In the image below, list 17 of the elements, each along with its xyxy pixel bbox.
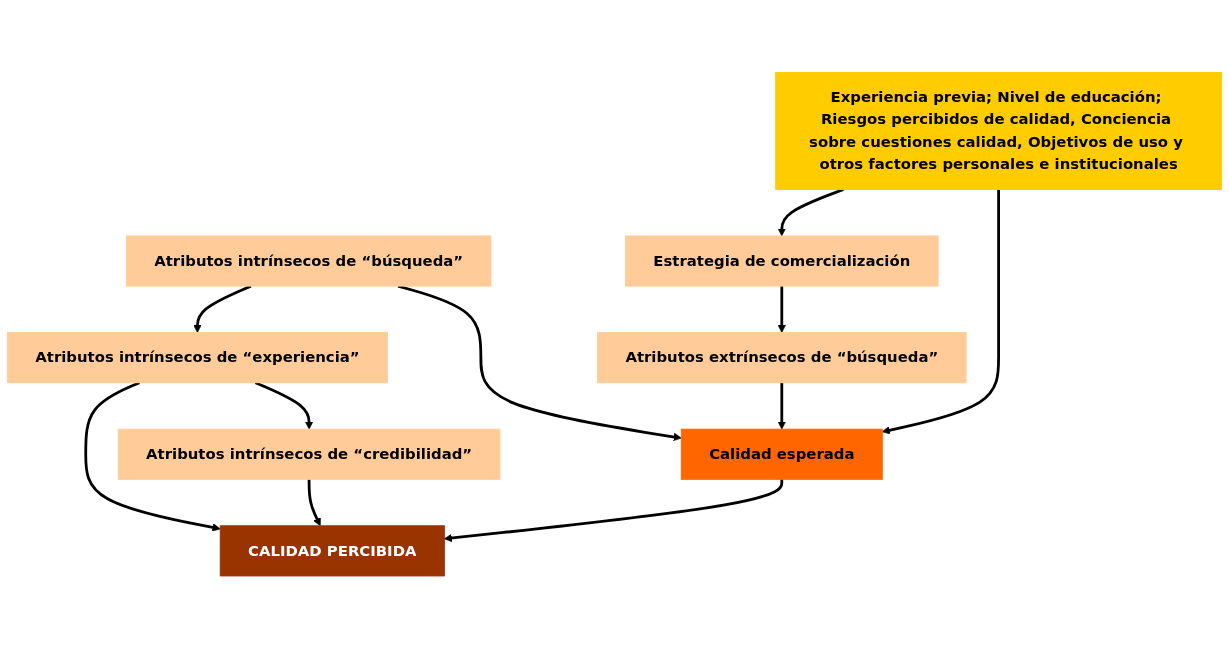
node-box: Atributos intrínsecos de “experiencia” [7,331,388,383]
arrow [777,188,844,237]
arrow [777,382,786,430]
arrow [397,284,682,441]
node-box: Atributos extrínsecos de “búsqueda” [597,331,967,383]
arrow [881,189,1000,435]
node-box: Experiencia previa; Nivel de educación; Riesgos percibidos de calidad, Conciencia sobre cuestiones calidad, Objetivos de uso y otros factores personales e institucionales [775,71,1222,190]
node-box: Estrategia de comercialización [625,235,939,287]
arrow [193,284,252,333]
node-box: Atributos intrínsecos de “búsqueda” [125,235,492,287]
node-box: CALIDAD PERCIBIDA [219,525,445,577]
arrow [307,479,321,526]
arrow [84,381,221,532]
arrow [777,285,786,333]
arrow [254,381,314,430]
node-box: Calidad esperada [680,428,883,480]
node-box: Atributos intrínsecos de “credibilidad” [117,428,501,480]
